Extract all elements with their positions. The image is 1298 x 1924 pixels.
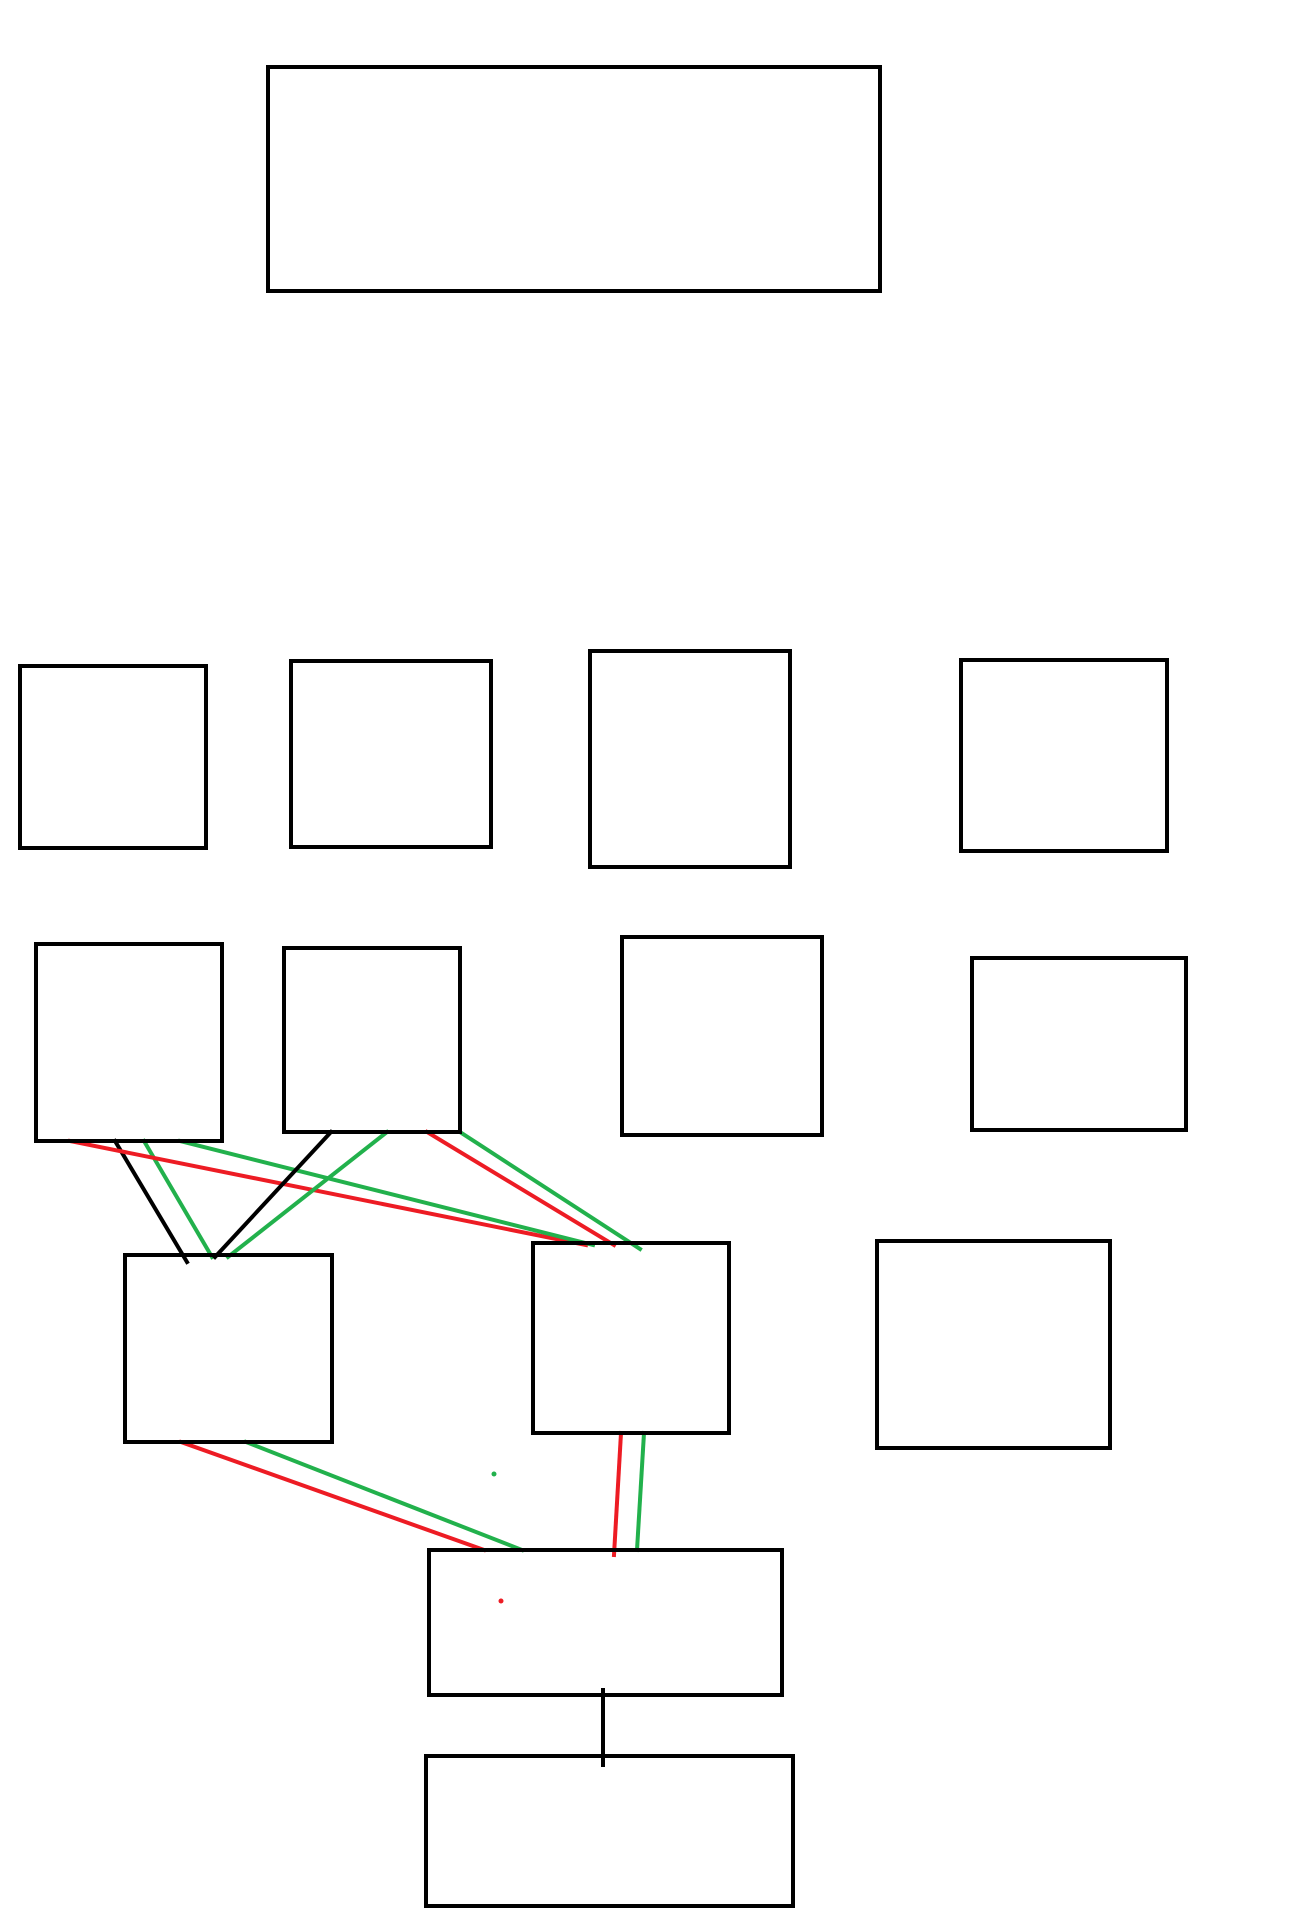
connector-row3-box-1-to-row4-box-red: [178, 1439, 487, 1553]
connection-lines: [67, 1129, 647, 1767]
bottom-box: [424, 1754, 795, 1908]
connector-row2-box-2-to-row3-box-1-black: [212, 1129, 334, 1260]
row2-box-2: [282, 946, 462, 1134]
row3-box-1: [123, 1253, 334, 1444]
connector-row2-box-1-to-row3-box-2-red: [67, 1138, 589, 1248]
connector-row2-box-2-to-row3-box-1-green: [225, 1129, 390, 1260]
connector-row2-box-1-to-row3-box-2-green: [177, 1138, 596, 1248]
connector-row3-box-1-to-row4-box-green: [243, 1439, 525, 1553]
stray-marks: [491, 1471, 504, 1604]
row3-box-2: [531, 1241, 731, 1435]
connector-row3-box-2-to-row4-box-green: [634, 1430, 647, 1553]
row1-box-4: [959, 658, 1169, 853]
connector-row2-box-1-to-row3-box-1-green: [141, 1138, 215, 1260]
row2-box-1: [34, 942, 224, 1143]
row4-box: [427, 1548, 784, 1697]
stray-dot-red: [498, 1598, 504, 1604]
row1-box-3: [588, 649, 792, 869]
connector-row2-box-1-to-row3-box-1-black: [112, 1138, 190, 1265]
stray-dot-green: [491, 1471, 497, 1477]
top-box: [266, 65, 882, 293]
row1-box-1: [18, 664, 208, 850]
row1-box-2: [289, 659, 493, 849]
row3-box-3: [875, 1239, 1112, 1450]
connector-row3-box-2-to-row4-box-red: [611, 1430, 624, 1558]
row2-box-4: [970, 956, 1188, 1132]
diagram-boxes: [18, 65, 1188, 1908]
connector-row2-box-2-to-row3-box-2-red: [424, 1129, 617, 1248]
connector-row2-box-2-to-row3-box-2-green: [457, 1129, 643, 1252]
row2-box-3: [620, 935, 824, 1137]
